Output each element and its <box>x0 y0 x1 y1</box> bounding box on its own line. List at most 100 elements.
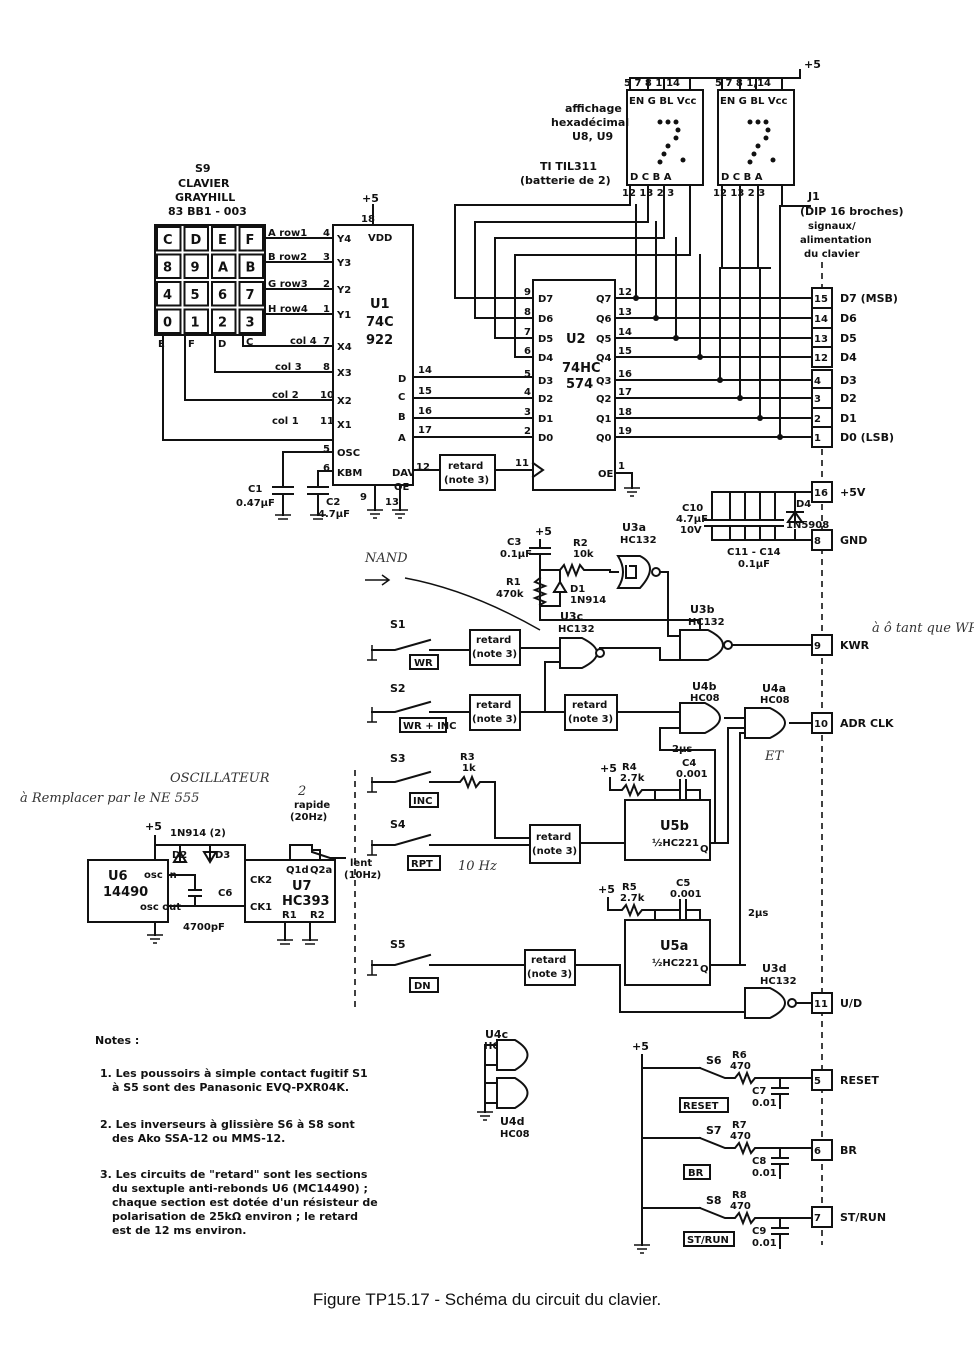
display-maker: TI TIL311 <box>540 160 597 173</box>
note-1b: à S5 sont des Panasonic EVQ-PXR04K. <box>112 1081 349 1094</box>
display-top-pins-u8: 5 7 8 1,14 <box>624 78 680 89</box>
display-bot-names-u9: D C B A <box>721 172 763 183</box>
retard-dav-l2: (note 3) <box>444 475 489 486</box>
kwr-timing-circuit: +5 C3 0.1µF R1 470k R2 10k D1 1N914 U3a … <box>496 521 811 661</box>
c9-name: C9 <box>752 1226 766 1237</box>
u2-d-pin: 9 <box>524 287 531 298</box>
u1-dav: DAV <box>392 468 415 479</box>
keypad-key <box>156 226 182 252</box>
c8-value: 0.01 <box>752 1168 777 1179</box>
c6-name: C6 <box>218 888 232 899</box>
u5b-rc <box>609 777 701 801</box>
note-3d: polarisation de 25kΩ environ ; le retard <box>112 1210 358 1223</box>
u5b-plus5: +5 <box>600 762 617 775</box>
s5-ground <box>367 960 377 976</box>
u1-oe: OE <box>394 482 410 493</box>
retard-dav: retard (note 3) <box>439 454 511 491</box>
retard-s1-l1: retard <box>476 635 511 646</box>
s4-ground <box>367 840 377 856</box>
u2-oe-wire <box>614 472 633 489</box>
pulse-label-2: 2µs <box>748 908 768 919</box>
j1-pin-name: GND <box>840 534 867 547</box>
s3-ground <box>367 777 377 793</box>
u1-cap-grounds <box>275 514 326 520</box>
display-top-names-u8: EN G BL Vcc <box>629 96 697 107</box>
u1-pin-y3: 3 <box>323 252 330 263</box>
bus-wire-d4 <box>514 184 691 358</box>
s3-label: INC <box>413 796 432 807</box>
display-label-2: hexadécimal <box>551 116 629 129</box>
col-net-1: col 1 <box>272 416 299 427</box>
retard-s2b-l2: (note 3) <box>568 714 613 725</box>
hand-curve <box>404 577 541 631</box>
u2-d-pin: 7 <box>524 327 531 338</box>
r8-value: 470 <box>730 1201 751 1212</box>
u3c-bubble <box>595 648 605 658</box>
j1-desc-2: signaux/ <box>808 221 856 232</box>
u2-oe: OE <box>598 469 614 480</box>
keypad-key <box>238 308 264 334</box>
u3a-type: HC132 <box>620 535 657 546</box>
c9-value: 0.01 <box>752 1238 777 1249</box>
display-top-pins-u9: 5 7 8 1,14 <box>715 78 771 89</box>
j1-pin-number: 11 <box>814 999 828 1010</box>
keypad-key-label: B <box>246 261 256 276</box>
u6-plus5: +5 <box>145 820 162 833</box>
u2-d-pin: 3 <box>524 407 531 418</box>
u1-pin-x4: 7 <box>323 336 330 347</box>
u4c-gate <box>496 1039 529 1071</box>
j1-pin-number: 6 <box>814 1146 821 1157</box>
s3-switch <box>371 770 531 839</box>
keypad-key-label: 9 <box>191 261 200 276</box>
retard-s2-l1: retard <box>476 700 511 711</box>
u7-r1: R1 <box>282 910 297 921</box>
display-battery: (batterie de 2) <box>520 174 611 187</box>
keypad-name: S9 <box>195 162 211 175</box>
u1-to-u2-wires <box>412 376 534 438</box>
j1-pin-box <box>811 426 833 448</box>
j1-desc-3: alimentation <box>800 235 872 246</box>
u3a-gate <box>616 555 651 589</box>
note-2b: des Ako SSA-12 ou MMS-12. <box>112 1132 285 1145</box>
s6-label-box <box>679 1097 729 1113</box>
u1-pin-osc: 5 <box>323 444 330 455</box>
j1-pin-name: D0 (LSB) <box>840 431 894 444</box>
j1-pin-number: 12 <box>814 353 828 364</box>
u7-name: U7 <box>292 879 312 894</box>
d2-d3-diodes <box>172 844 218 864</box>
d4-name: D4 <box>796 499 811 510</box>
j1-pin-name: D5 <box>840 332 857 345</box>
display-top-bus <box>629 77 801 91</box>
u2-name: U2 <box>566 332 586 347</box>
u1-y4: Y4 <box>336 234 351 245</box>
u3d-name: U3d <box>762 962 786 975</box>
u2-q-pin: 14 <box>618 327 632 338</box>
retard-dav-l1: retard <box>448 461 483 472</box>
chip-u1: U1 74C 922 VDD +5 18 Y4 Y3 Y2 Y1 4 3 2 1… <box>236 192 534 520</box>
s2-label-box <box>399 717 447 733</box>
u2-d-pin: 6 <box>524 346 531 357</box>
j1-pin-name: ST/RUN <box>840 1211 886 1224</box>
u6-name: U6 <box>108 869 128 884</box>
u4b-gate <box>679 702 721 734</box>
u6-osc-wires <box>167 874 246 907</box>
keypad-key <box>156 308 182 334</box>
u7-grounds <box>277 939 318 945</box>
j1-pin-name: D6 <box>840 312 857 325</box>
keypad-key <box>183 281 209 307</box>
j1-pin-name: KWR <box>840 639 870 652</box>
u2-pin-oe: 1 <box>618 461 625 472</box>
s2-label: WR + INC <box>403 721 457 732</box>
u2-q-pin: 19 <box>618 426 632 437</box>
c11-name: C11 - C14 <box>727 547 781 558</box>
c4-name: C4 <box>682 758 696 769</box>
s7-label-box <box>683 1164 711 1180</box>
c2-value: 4.7µF <box>318 509 350 520</box>
j1-pin-number: 14 <box>814 314 828 325</box>
retard-dav-box <box>439 454 496 491</box>
u2-d-name: D4 <box>538 353 553 364</box>
c10-value: 4.7µF <box>676 514 708 525</box>
r2-value: 10k <box>573 549 594 560</box>
col-net-2: col 2 <box>272 390 299 401</box>
